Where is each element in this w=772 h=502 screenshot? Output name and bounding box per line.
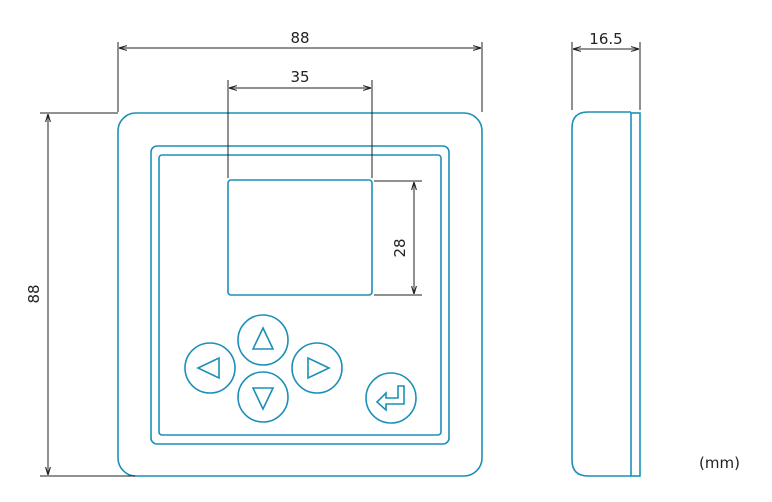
enter-button[interactable]	[365, 372, 417, 424]
triangle-left-icon	[196, 356, 220, 380]
dim-front-height-label: 88	[25, 284, 43, 303]
triangle-down-icon	[251, 387, 275, 411]
front-view	[117, 112, 483, 477]
up-button[interactable]	[237, 314, 289, 366]
dim-display-width-label: 35	[290, 68, 309, 86]
faceplate	[158, 154, 442, 436]
dimension-lines	[40, 42, 641, 477]
triangle-right-icon	[307, 356, 331, 380]
left-button[interactable]	[184, 342, 236, 394]
right-button[interactable]	[291, 342, 343, 394]
enter-return-icon	[375, 385, 405, 412]
side-body	[571, 111, 631, 477]
inner-frame	[150, 145, 450, 445]
side-flange	[630, 112, 641, 477]
down-button[interactable]	[237, 371, 289, 423]
triangle-up-icon	[251, 326, 275, 350]
dim-front-width-label: 88	[290, 29, 309, 47]
unit-label: (mm)	[699, 454, 740, 472]
side-view	[571, 111, 641, 477]
dim-depth-label: 16.5	[589, 30, 622, 48]
display-window	[227, 179, 373, 296]
dim-display-height-label: 28	[391, 238, 409, 257]
outer-bezel	[117, 112, 483, 477]
